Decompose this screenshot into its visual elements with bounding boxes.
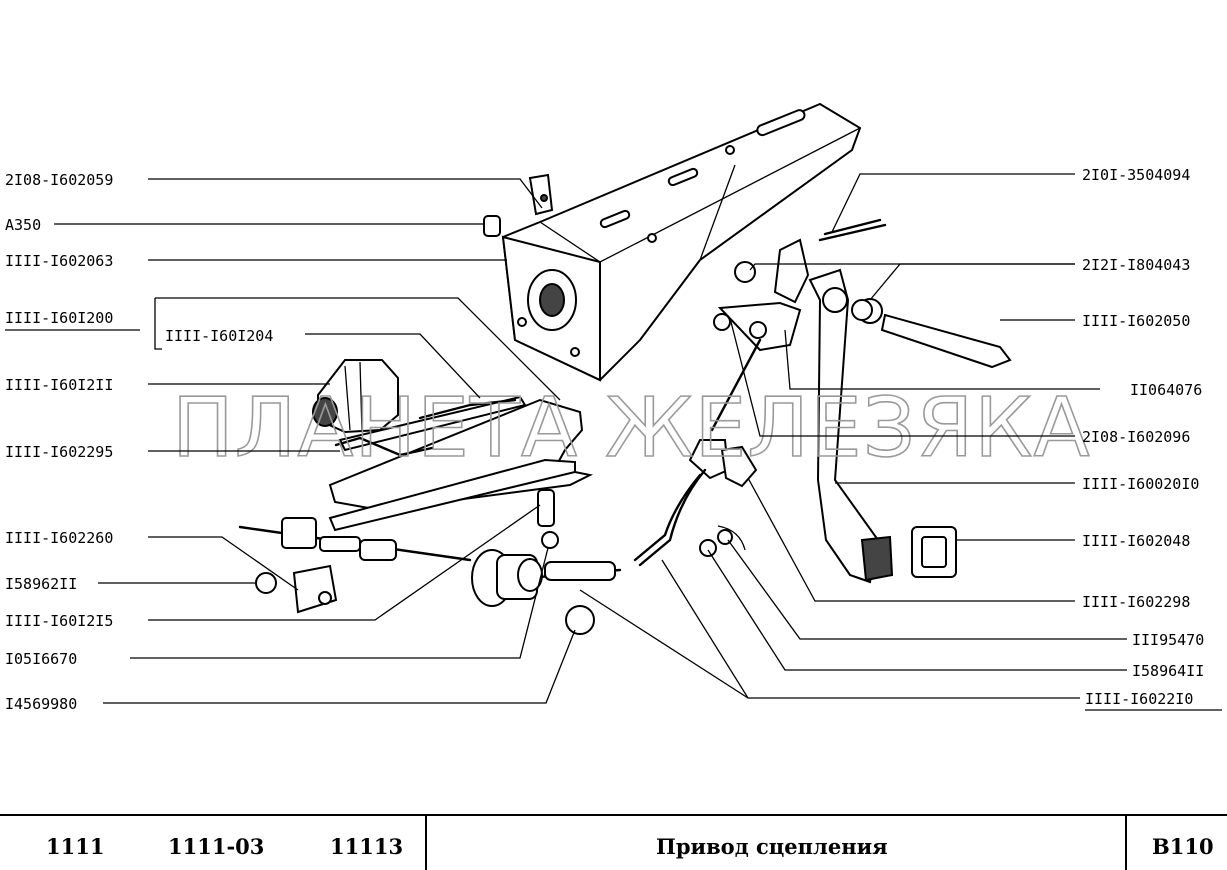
cable-boot <box>471 549 543 607</box>
pedal-bracket-small <box>710 238 810 432</box>
title-block: 1111 1111-03 11113 Привод сцепления B110 <box>0 814 1227 870</box>
part-label: III95470 <box>1132 631 1204 649</box>
part-label: IIII-I60I204 <box>165 327 273 345</box>
model-code-3: 11113 <box>330 834 404 859</box>
model-code-1: 1111 <box>46 834 105 859</box>
rubber-bushing <box>483 215 501 237</box>
part-label: IIII-I60020I0 <box>1082 475 1199 493</box>
part-label: I4569980 <box>5 695 77 713</box>
left-labels: 2I08-I602059 A350 IIII-I602063 IIII-I60I… <box>5 171 273 713</box>
right-labels: 2I0I-3504094 2I2I-I804043 IIII-I602050 I… <box>1082 166 1222 711</box>
pedal-pad <box>911 526 957 578</box>
part-label: IIII-I602063 <box>5 252 113 270</box>
part-label: I58964II <box>1132 662 1204 680</box>
part-label: 2I08-I602096 <box>1082 428 1190 446</box>
clutch-drive-diagram: ПЛАНЕТА ЖЕЛЕЗЯКА <box>5 102 1222 713</box>
pedal-bracket <box>501 102 862 382</box>
page-code: B110 <box>1152 834 1214 859</box>
part-label: IIII-I602048 <box>1082 532 1190 550</box>
part-label: 2I08-I602059 <box>5 171 113 189</box>
part-label: IIII-I602260 <box>5 529 113 547</box>
small-parts <box>255 299 873 635</box>
part-label: IIII-I602295 <box>5 443 113 461</box>
part-label-assembly: IIII-I6022I0 <box>1085 690 1193 708</box>
section-title: Привод сцепления <box>656 834 888 859</box>
fork-spring <box>334 398 517 457</box>
part-label: IIII-I60I2II <box>5 376 113 394</box>
part-label: IIII-I602050 <box>1082 312 1190 330</box>
pedal-spring <box>818 218 887 242</box>
cable-support-bracket <box>292 564 338 614</box>
adjusting-rod <box>238 517 472 562</box>
part-label: IIII-I602298 <box>1082 593 1190 611</box>
part-label: IIII-I60I2I5 <box>5 612 113 630</box>
release-fork <box>328 395 594 532</box>
divider <box>425 816 427 870</box>
part-label: A350 <box>5 216 41 234</box>
part-label: I05I6670 <box>5 650 77 668</box>
part-label: I58962II <box>5 575 77 593</box>
model-code-2: 1111-03 <box>168 834 265 859</box>
watermark: ПЛАНЕТА ЖЕЛЕЗЯКА <box>172 381 1091 476</box>
part-label: II064076 <box>1130 381 1202 399</box>
part-label-assembly: IIII-I60I200 <box>5 309 113 327</box>
leader-lines <box>54 173 1127 704</box>
spring-clip <box>528 173 554 216</box>
cable-assembly <box>518 439 758 581</box>
fork-boot <box>312 359 399 434</box>
divider <box>1125 816 1127 870</box>
part-label: 2I2I-I804043 <box>1082 256 1190 274</box>
part-label: 2I0I-3504094 <box>1082 166 1190 184</box>
